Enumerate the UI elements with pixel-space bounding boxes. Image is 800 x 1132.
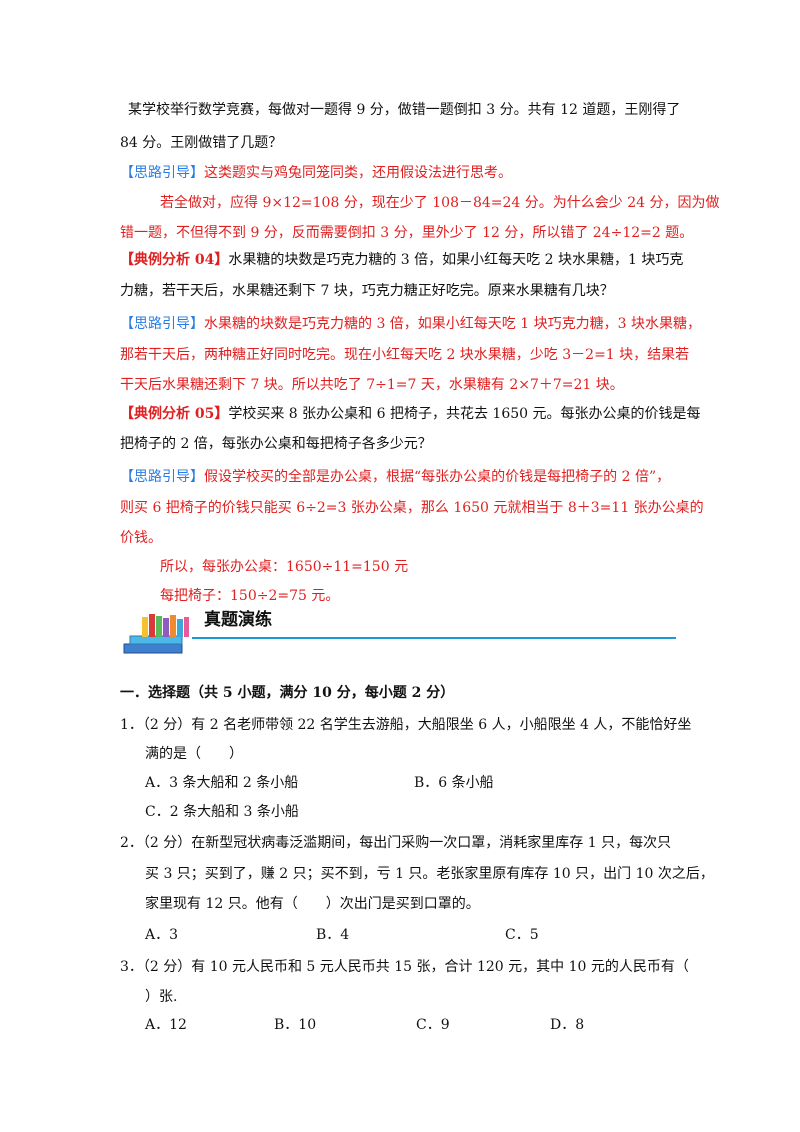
guide-1-line-1: 【思路引导】这类题实与鸡兔同笼同类，还用假设法进行思考。 xyxy=(120,163,512,183)
guide-tag: 【思路引导】 xyxy=(120,165,204,181)
example-04-line-1: 【典例分析 04】水果糖的块数是巧克力糖的 3 倍，如果小红每天吃 2 块水果糖… xyxy=(120,250,683,270)
guide-1-line-2: 若全做对，应得 9×12=108 分，现在少了 108－84=24 分。为什么会… xyxy=(160,195,720,211)
guide-3-line-3: 价钱。 xyxy=(120,530,162,546)
example-tag: 【典例分析 04】 xyxy=(120,252,229,268)
guide-3-line-1: 【思路引导】假设学校买的全部是办公桌，根据“每张办公桌的价钱是每把椅子的 2 倍… xyxy=(120,467,670,487)
question-2-line-3: 家里现有 12 只。他有（ ）次出门是买到口罩的。 xyxy=(145,896,480,912)
example-text: 学校买来 8 张办公桌和 6 把椅子，共花去 1650 元。每张办公桌的价钱是每 xyxy=(228,406,701,422)
guide-1-line-3: 错一题，不但得不到 9 分，反而需要倒扣 3 分，里外少了 12 分，所以错了 … xyxy=(120,225,694,241)
option-a[interactable]: A．3 条大船和 2 条小船 xyxy=(145,775,299,791)
guide-tag: 【思路引导】 xyxy=(120,316,204,332)
option-c[interactable]: C．9 xyxy=(416,1017,450,1033)
question-2-line-2: 买 3 只；买到了，赚 2 只；买不到，亏 1 只。老张家里原有库存 10 只，… xyxy=(145,866,714,882)
guide-tag: 【思路引导】 xyxy=(120,469,204,485)
question-1-line-1: 1．（2 分）有 2 名老师带领 22 名学生去游船，大船限坐 6 人，小船限坐… xyxy=(120,717,692,733)
option-a[interactable]: A．12 xyxy=(145,1017,187,1033)
option-b[interactable]: B．4 xyxy=(316,927,350,943)
option-b[interactable]: B．10 xyxy=(274,1017,317,1033)
option-c[interactable]: C．5 xyxy=(505,927,539,943)
guide-2-line-1: 【思路引导】水果糖的块数是巧克力糖的 3 倍，如果小红每天吃 1 块巧克力糖，3… xyxy=(120,314,701,334)
example-05-line-2: 把椅子的 2 倍，每张办公桌和每把椅子各多少元？ xyxy=(120,436,432,452)
guide-3-line-4: 所以，每张办公桌：1650÷11=150 元 xyxy=(160,559,409,575)
question-2-line-1: 2．（2 分）在新型冠状病毒泛滥期间，每出门采购一次口罩，消耗家里库存 1 只，… xyxy=(120,835,672,851)
guide-text: 假设学校买的全部是办公桌，根据“每张办公桌的价钱是每把椅子的 2 倍”， xyxy=(204,469,671,485)
example-text: 水果糖的块数是巧克力糖的 3 倍，如果小红每天吃 2 块水果糖，1 块巧克 xyxy=(228,252,684,268)
option-c[interactable]: C．2 条大船和 3 条小船 xyxy=(145,804,299,820)
section-banner xyxy=(123,614,676,654)
question-1-line-2: 满的是（ ） xyxy=(145,746,243,762)
option-a[interactable]: A．3 xyxy=(145,927,179,943)
guide-2-line-3: 干天后水果糖还剩下 7 块。所以共吃了 7÷1=7 天，水果糖有 2×7＋7=2… xyxy=(120,377,624,393)
guide-text: 水果糖的块数是巧克力糖的 3 倍，如果小红每天吃 1 块巧克力糖，3 块水果糖， xyxy=(204,316,701,332)
intro-line-2: 84 分。王刚做错了几题？ xyxy=(120,135,283,151)
question-3-line-2: ）张. xyxy=(145,989,178,1005)
question-3-line-1: 3．（2 分）有 10 元人民币和 5 元人民币共 15 张，合计 120 元，… xyxy=(120,959,689,975)
option-d[interactable]: D．8 xyxy=(550,1017,585,1033)
example-05-line-1: 【典例分析 05】学校买来 8 张办公桌和 6 把椅子，共花去 1650 元。每… xyxy=(120,404,701,424)
example-tag: 【典例分析 05】 xyxy=(120,406,229,422)
guide-3-line-2: 则买 6 把椅子的价钱只能买 6÷2=3 张办公桌，那么 1650 元就相当于 … xyxy=(120,500,704,516)
books-icon xyxy=(123,614,189,654)
guide-3-line-5: 每把椅子：150÷2=75 元。 xyxy=(160,588,340,604)
banner-title: 真题演练 xyxy=(204,610,272,630)
section-title: 一．选择题（共 5 小题，满分 10 分，每小题 2 分） xyxy=(120,685,455,701)
guide-text: 这类题实与鸡兔同笼同类，还用假设法进行思考。 xyxy=(204,165,512,181)
guide-2-line-2: 那若干天后，两种糖正好同时吃完。现在小红每天吃 2 块水果糖，少吃 3－2=1 … xyxy=(120,347,690,363)
option-b[interactable]: B．6 条小船 xyxy=(414,775,494,791)
intro-line-1: 某学校举行数学竞赛，每做对一题得 9 分，做错一题倒扣 3 分。共有 12 道题… xyxy=(128,102,681,118)
example-04-line-2: 力糖，若干天后，水果糖还剩下 7 块，巧克力糖正好吃完。原来水果糖有几块？ xyxy=(120,283,614,299)
